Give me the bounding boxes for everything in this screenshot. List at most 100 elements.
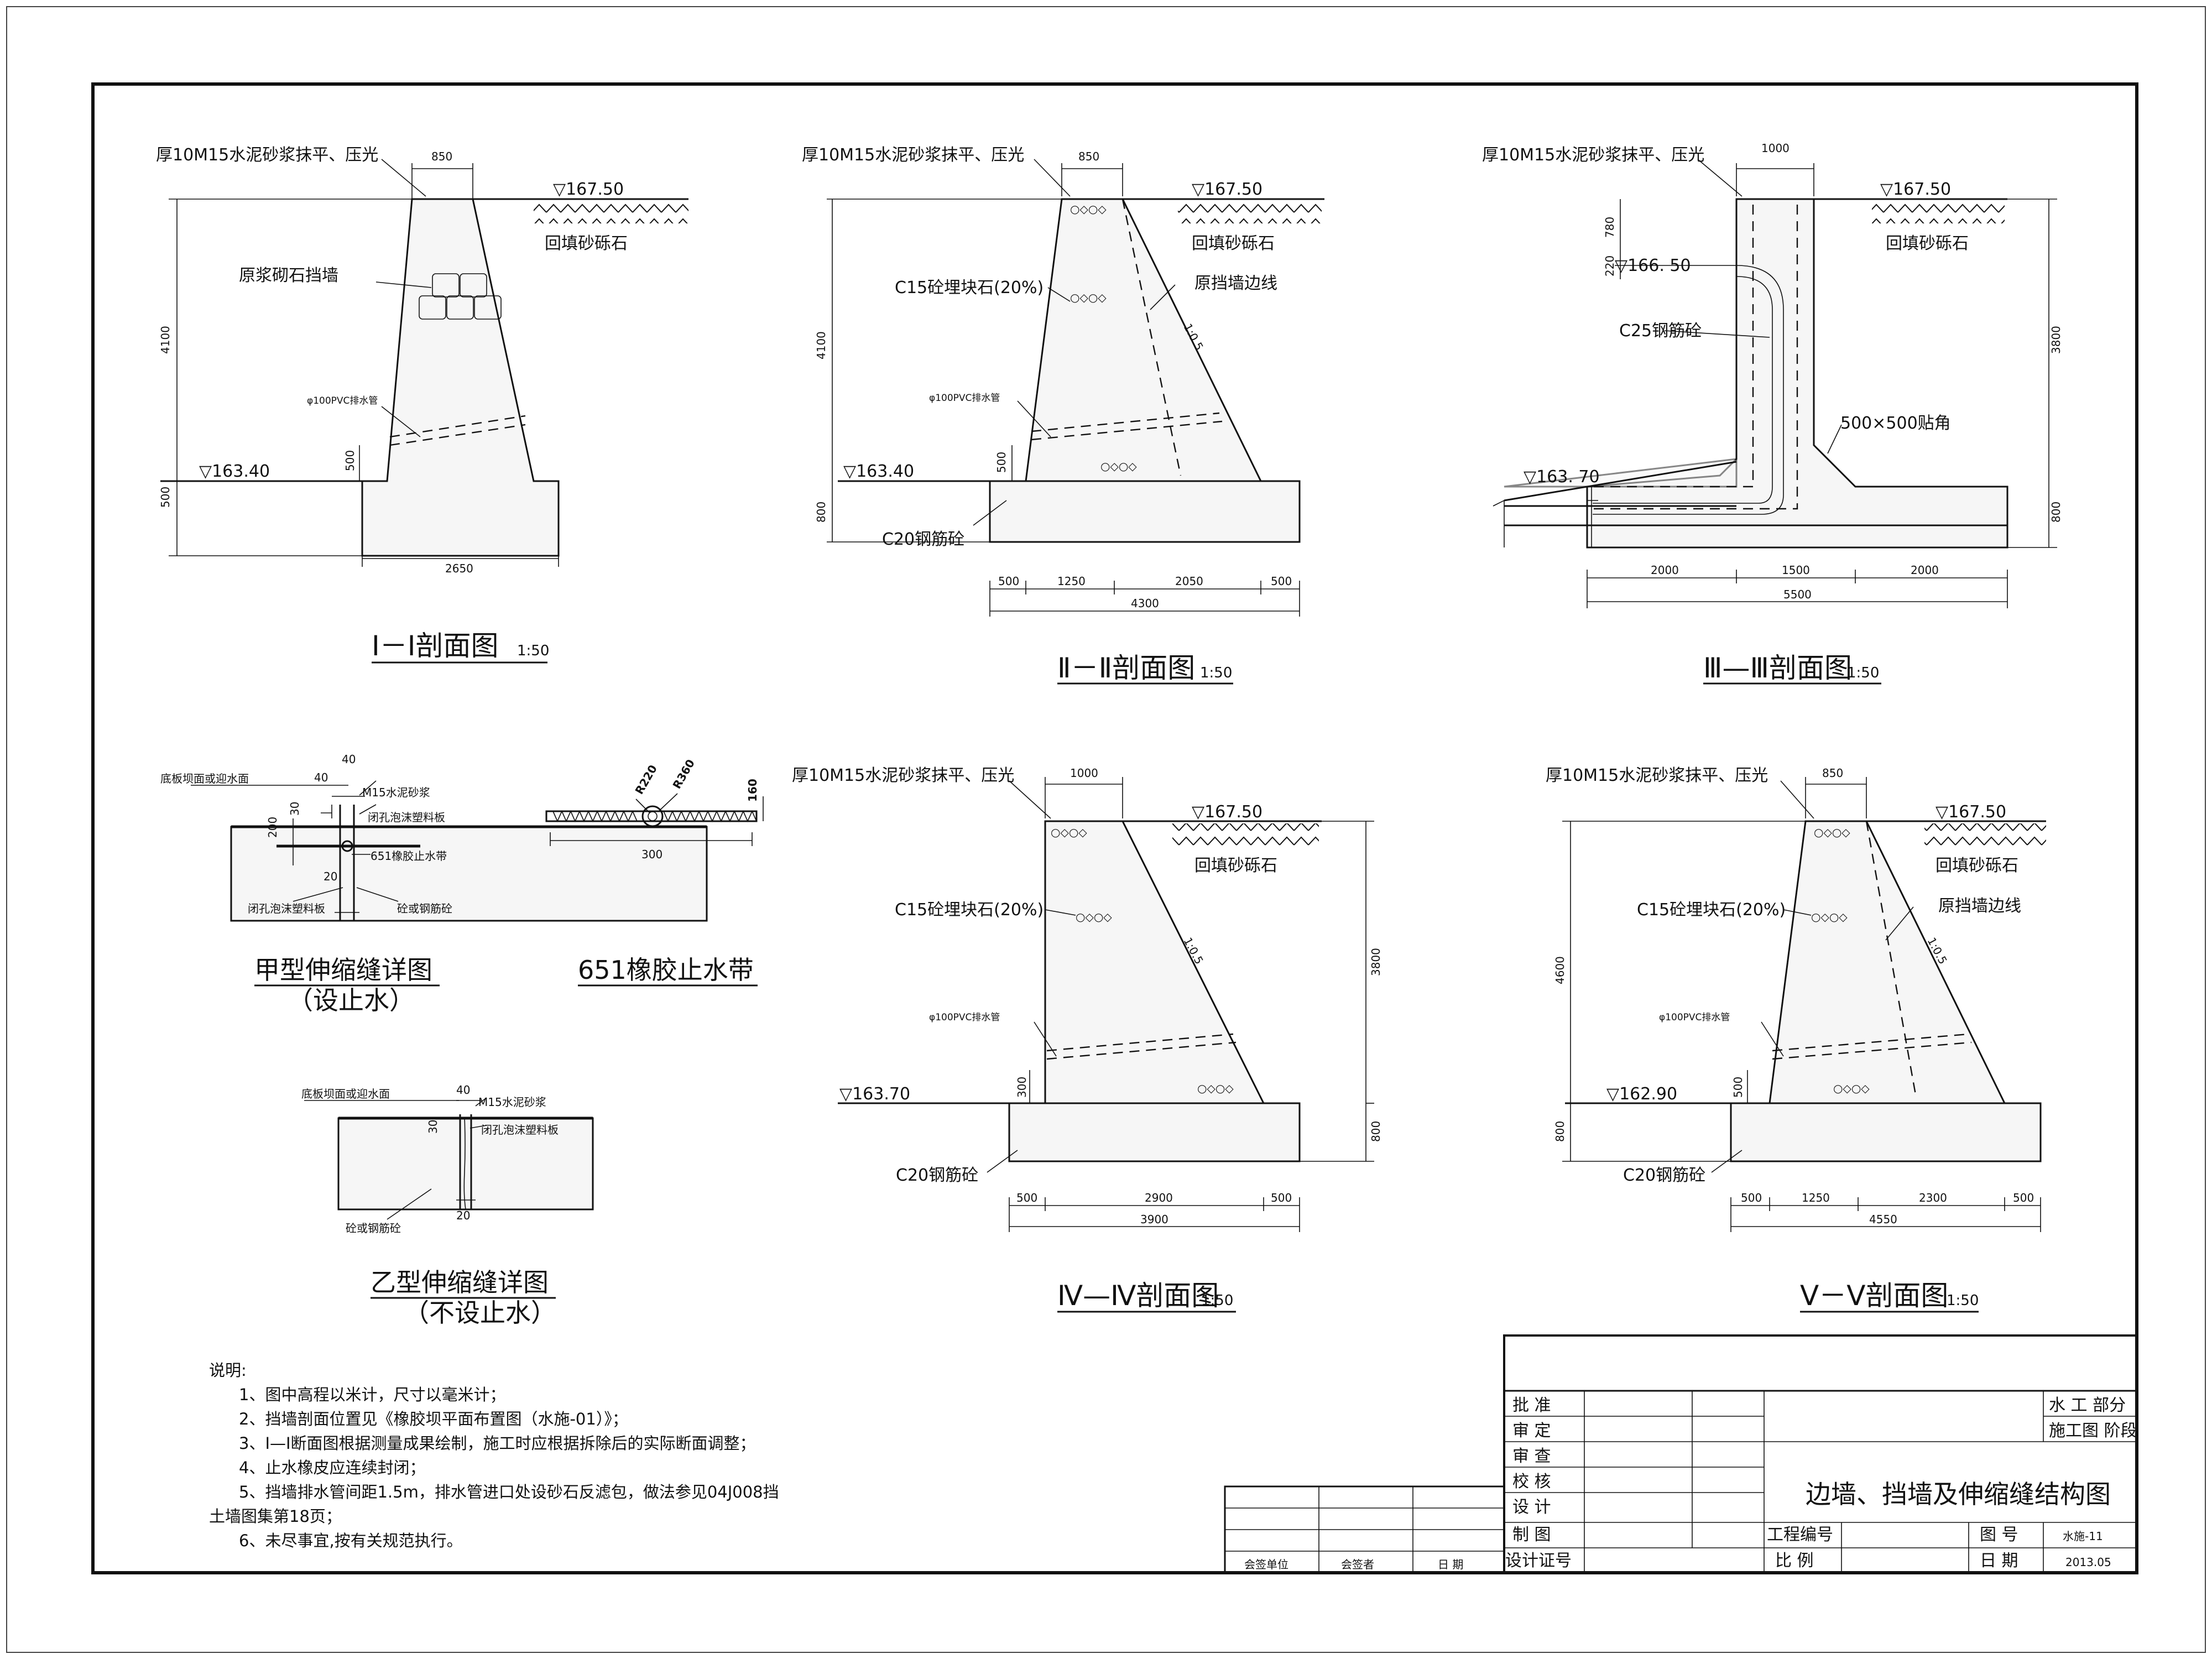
section-2-old-line: 原挡墙边线	[1194, 274, 1277, 293]
detail-jia-l2: M15水泥砂浆	[362, 786, 430, 799]
section-2-stones-bottom: ○◇○◇	[1100, 460, 1137, 473]
section-4-stones-top: ○◇○◇	[1051, 826, 1087, 839]
section-2-top-note: 厚10M15水泥砂浆抹平、压光	[802, 145, 1024, 165]
title-block-role-draft: 制 图	[1512, 1525, 1551, 1545]
countersign-signer: 会签者	[1341, 1558, 1374, 1571]
section-3-title: Ⅲ—Ⅲ剖面图	[1703, 652, 1852, 684]
detail-yi-d3: 20	[456, 1209, 470, 1222]
section-4-elev-top: ▽167.50	[1192, 802, 1262, 822]
section-1-pipe: φ100PVC排水管	[307, 395, 378, 406]
section-4-backfill: 回填砂砾石	[1194, 856, 1277, 875]
section-3-top-width: 1000	[1761, 142, 1790, 155]
section-2-title: Ⅱ－Ⅱ剖面图	[1057, 652, 1195, 684]
masonry-stones	[419, 273, 502, 320]
section-3-elev-mid: ▽166. 50	[1615, 256, 1691, 275]
section-4-base: C20钢筋砼	[896, 1166, 978, 1185]
section-5-top-width: 850	[1822, 766, 1843, 780]
title-block-dwg-no: 水施-11	[2063, 1530, 2103, 1543]
section-2-stones-mid: ○◇○◇	[1070, 291, 1107, 304]
notes-block: 说明: 1、图中高程以米计，尺寸以毫米计； 2、挡墙剖面位置见《橡胶坝平面布置图…	[209, 1361, 779, 1550]
section-4-scale: 1:50	[1201, 1292, 1233, 1309]
section-2-total: 4300	[1131, 597, 1159, 610]
section-2-stones-top: ○◇○◇	[1070, 202, 1107, 216]
section-5-base-height: 800	[1553, 1121, 1567, 1142]
section-3-h1: 780	[1603, 217, 1616, 238]
detail-yi-l1: 底板坝面或迎水面	[301, 1087, 390, 1100]
section-5-title: Ⅴ－Ⅴ剖面图	[1800, 1280, 1948, 1312]
section-1-wall	[361, 198, 560, 557]
detail-yi-subtitle: （不设止水）	[404, 1298, 556, 1328]
section-4-base-height: 800	[1369, 1121, 1383, 1142]
section-1-height: 4100	[159, 326, 172, 354]
section-1-base-width: 2650	[445, 562, 473, 575]
detail-jia-d1: 40	[342, 753, 356, 766]
section-3-backfill: 回填砂砾石	[1886, 234, 1969, 253]
section-5-d4: 500	[2013, 1191, 2034, 1204]
section-1-scale: 1:50	[517, 643, 549, 659]
detail-yi-l2: M15水泥砂浆	[478, 1095, 546, 1109]
section-5-stones-top: ○◇○◇	[1814, 826, 1850, 839]
section-1-material: 原浆砌石挡墙	[239, 266, 338, 285]
section-1-elev-bottom: ▽163.40	[199, 462, 270, 481]
title-block-cert: 设计证号	[1505, 1551, 1572, 1571]
section-2-height: 4100	[815, 331, 828, 359]
section-4-top-note: 厚10M15水泥砂浆抹平、压光	[792, 766, 1014, 785]
section-4-d3: 500	[1271, 1191, 1292, 1204]
title-block-role-approve: 批 准	[1512, 1396, 1551, 1415]
title-block-scale-label: 比 例	[1775, 1551, 1814, 1571]
section-2-backfill: 回填砂砾石	[1192, 234, 1275, 253]
section-2-base-height: 800	[815, 502, 828, 523]
detail-yi-l4: 砼或钢筋砼	[346, 1222, 401, 1235]
section-4-height: 3800	[1369, 948, 1383, 976]
section-1-drawing	[160, 159, 688, 1159]
section-5-pipe: φ100PVC排水管	[1659, 1012, 1730, 1023]
note-item-2: 2、挡墙剖面位置见《橡胶坝平面布置图（水施-01）》；	[239, 1410, 628, 1428]
section-3-height: 3800	[2049, 326, 2063, 354]
section-2-pipe-offset: 500	[995, 452, 1008, 473]
rubber-title: 651橡胶止水带	[578, 955, 754, 985]
section-5-elev-bottom: ▽162.90	[1606, 1084, 1677, 1104]
section-5-stones-mid: ○◇○◇	[1811, 910, 1848, 924]
detail-jia-l5: 闭孔泡沫塑料板	[248, 902, 325, 915]
title-block-date: 2013.05	[2065, 1556, 2111, 1569]
section-2-d1: 500	[998, 575, 1019, 588]
section-1-base-height: 500	[159, 487, 172, 508]
title-block-role-review: 审 查	[1512, 1447, 1551, 1466]
title-block-role-verify: 审 定	[1512, 1421, 1551, 1441]
section-4-pipe-offset: 300	[1015, 1077, 1029, 1098]
section-4-d1: 500	[1016, 1191, 1037, 1204]
title-block	[1503, 1334, 2138, 1574]
section-5-drawing: ○◇○◇ ○◇○◇ ○◇○◇	[1562, 777, 2046, 1232]
section-1-elev-top: ▽167.50	[553, 180, 624, 199]
note-item-5: 5、挡墙排水管间距1.5m，排水管进口处设砂石反滤包，做法参见04J008挡	[239, 1483, 779, 1501]
section-2-base: C20钢筋砼	[882, 530, 964, 549]
detail-jia-l3: 闭孔泡沫塑料板	[368, 811, 445, 824]
section-4-top-width: 1000	[1070, 766, 1098, 780]
detail-yi-drawing	[304, 1097, 594, 1220]
detail-jia-l4: 651橡胶止水带	[371, 849, 447, 863]
section-2-d3: 2050	[1175, 575, 1203, 588]
section-3-drawing	[1493, 159, 2057, 608]
detail-yi-l3: 闭孔泡沫塑料板	[481, 1123, 559, 1136]
note-item-3: 3、Ⅰ—Ⅰ断面图根据测量成果绘制，施工时应根据拆除后的实际断面调整；	[239, 1434, 756, 1453]
detail-yi-title: 乙型伸缩缝详图	[371, 1267, 549, 1297]
section-1-pipe-offset: 500	[343, 450, 357, 471]
section-5-elev-top: ▽167.50	[1936, 802, 2006, 822]
detail-yi-d1: 40	[456, 1083, 470, 1097]
detail-jia-title: 甲型伸缩缝详图	[254, 955, 432, 985]
note-item-5-cont: 土墙图集第18页；	[209, 1507, 342, 1526]
section-2-top-width: 850	[1078, 150, 1099, 163]
section-5-old-line: 原挡墙边线	[1938, 896, 2021, 916]
detail-jia-d2: 40	[314, 771, 328, 784]
section-3-elev-top: ▽167.50	[1880, 180, 1951, 199]
section-2-scale: 1:50	[1200, 665, 1232, 681]
title-block-phase: 施工图 阶段	[2049, 1421, 2137, 1441]
sheet-border	[91, 82, 2138, 1574]
section-4-d2: 2900	[1145, 1191, 1173, 1204]
section-3-material: C25钢筋砼	[1619, 321, 1702, 341]
section-3-d1: 2000	[1651, 564, 1679, 577]
detail-jia-d5: 20	[324, 870, 337, 883]
detail-jia-drawing	[191, 780, 708, 922]
section-3-fillet: 500×500贴角	[1840, 414, 1951, 433]
